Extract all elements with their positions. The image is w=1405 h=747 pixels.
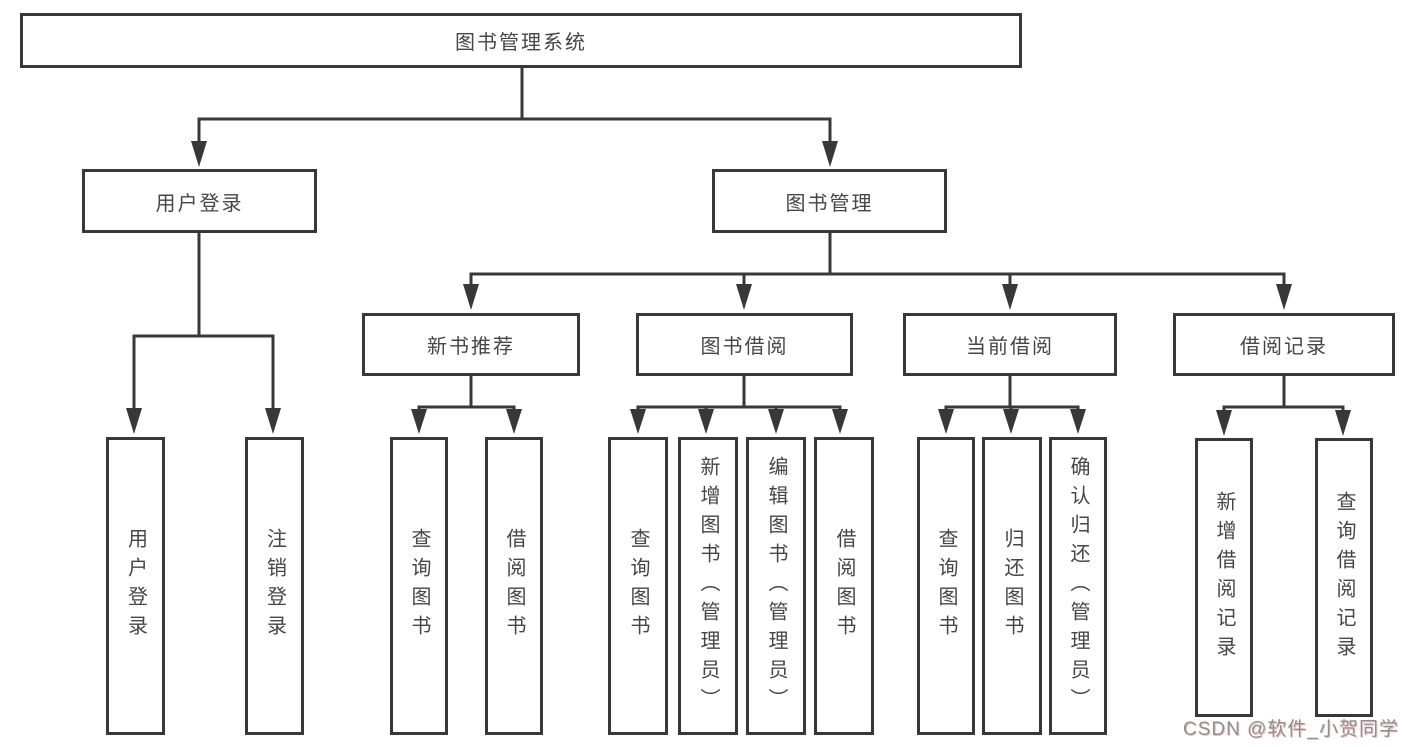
node-current-query-books: 查询图书 <box>917 437 975 735</box>
connector-root-to-level1 <box>191 65 838 167</box>
connector-current-to-leaves <box>938 374 1086 434</box>
connector-book-management-to-level2 <box>463 231 1292 310</box>
node-recommend-borrow-books: 借阅图书 <box>485 437 543 735</box>
node-current-confirm-return-admin: 确认归还（管理员） <box>1049 437 1107 735</box>
node-new-book-recommend: 新书推荐 <box>362 313 580 376</box>
node-borrow-add-books-admin: 新增图书（管理员） <box>678 437 738 735</box>
connector-user-login-to-leaves <box>126 231 281 434</box>
watermark: CSDN @软件_小贺同学 <box>1183 719 1399 740</box>
node-user-login: 用户登录 <box>82 169 317 233</box>
node-logout: 注销登录 <box>245 437 304 735</box>
node-book-management: 图书管理 <box>712 169 947 233</box>
node-borrow-records: 借阅记录 <box>1173 313 1395 376</box>
node-current-return-books: 归还图书 <box>982 437 1042 735</box>
node-records-add-record: 新增借阅记录 <box>1195 438 1253 717</box>
node-borrow-borrow-books: 借阅图书 <box>814 437 874 735</box>
node-borrow-query-books: 查询图书 <box>608 437 668 735</box>
node-library-management-system: 图书管理系统 <box>20 13 1022 68</box>
node-user-login-leaf: 用户登录 <box>106 437 165 735</box>
connector-recommend-to-leaves <box>411 374 522 434</box>
node-current-borrow: 当前借阅 <box>903 313 1117 376</box>
connector-borrow-to-leaves <box>630 374 848 434</box>
node-records-query-record: 查询借阅记录 <box>1315 438 1373 717</box>
node-book-borrow: 图书借阅 <box>636 313 853 376</box>
node-recommend-query-books: 查询图书 <box>390 437 448 735</box>
connector-records-to-leaves <box>1216 374 1351 436</box>
node-borrow-edit-books-admin: 编辑图书（管理员） <box>746 437 806 735</box>
